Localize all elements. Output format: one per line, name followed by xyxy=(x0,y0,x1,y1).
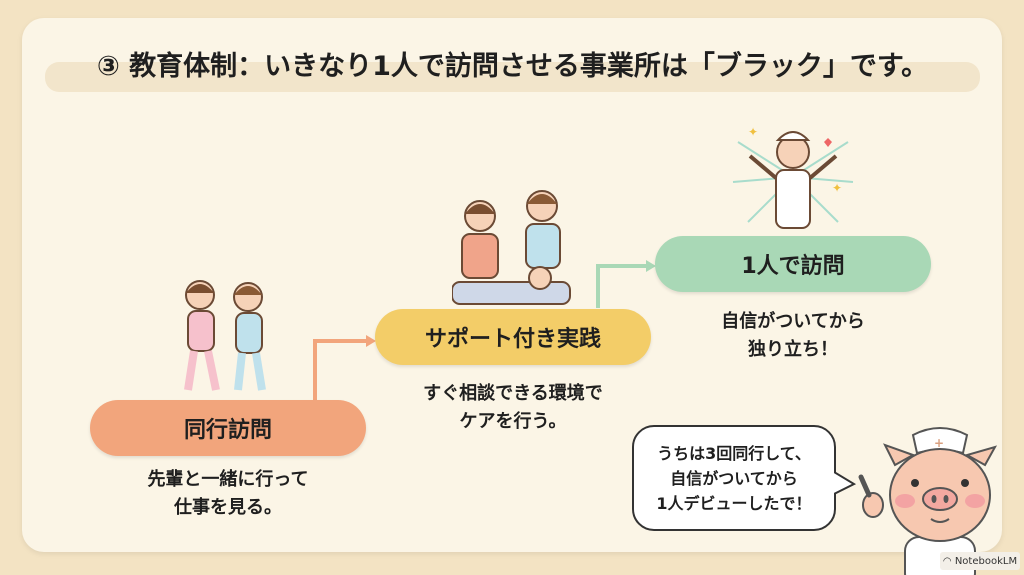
bubble-line: 1人デビューしたで！ xyxy=(656,493,812,513)
speech-bubble: うちは3回同行して、 自信がついてから 1人デビューしたで！ xyxy=(632,425,836,531)
bubble-tail xyxy=(834,471,857,495)
arrow-2-head xyxy=(646,260,656,272)
step-2-desc-line: すぐ相談できる環境で xyxy=(423,383,603,404)
svg-text:+: + xyxy=(934,436,944,450)
arrow-1-to-2 xyxy=(313,339,368,400)
step-3-label: 1人で訪問 xyxy=(741,254,845,279)
bubble-line: うちは3回同行して、 xyxy=(657,443,811,463)
step-1-desc-line: 仕事を見る。 xyxy=(174,497,282,518)
step-1-label: 同行訪問 xyxy=(183,418,272,443)
step-3-pill: 1人で訪問 xyxy=(655,236,931,292)
arrow-1-head xyxy=(366,335,376,347)
step-2-label: サポート付き実践 xyxy=(424,327,601,352)
step-1-pill: 同行訪問 xyxy=(90,400,366,456)
bubble-line: 自信がついてから xyxy=(670,468,798,488)
notebooklm-icon: ◠ xyxy=(942,555,955,567)
step-2-pill: サポート付き実践 xyxy=(375,309,651,365)
step-3-desc-line: 独り立ち！ xyxy=(748,339,838,360)
step-2-desc-line: ケアを行う。 xyxy=(459,411,567,432)
slide-title: ③ 教育体制：いきなり1人で訪問させる事業所は「ブラック」です。 xyxy=(96,51,929,82)
step-1-desc-line: 先輩と一緒に行って xyxy=(147,469,309,490)
svg-text:✦: ✦ xyxy=(832,181,842,195)
notebooklm-watermark: ◠ NotebookLM xyxy=(940,552,1020,570)
nurse-care-illustration xyxy=(452,190,571,305)
nurses-walking-illustration xyxy=(184,280,266,391)
title-highlight xyxy=(45,62,980,92)
svg-text:✦: ✦ xyxy=(748,125,758,139)
arrow-2-to-3 xyxy=(596,264,648,308)
happy-nurse-illustration: ✦✦ xyxy=(732,125,854,229)
step-3-desc: 自信がついてから独り立ち！ xyxy=(653,308,933,364)
watermark-text: NotebookLM xyxy=(954,555,1018,567)
step-3-desc-line: 自信がついてから xyxy=(721,311,865,332)
step-1-desc: 先輩と一緒に行って仕事を見る。 xyxy=(88,466,368,522)
step-2-desc: すぐ相談できる環境でケアを行う。 xyxy=(373,380,653,436)
